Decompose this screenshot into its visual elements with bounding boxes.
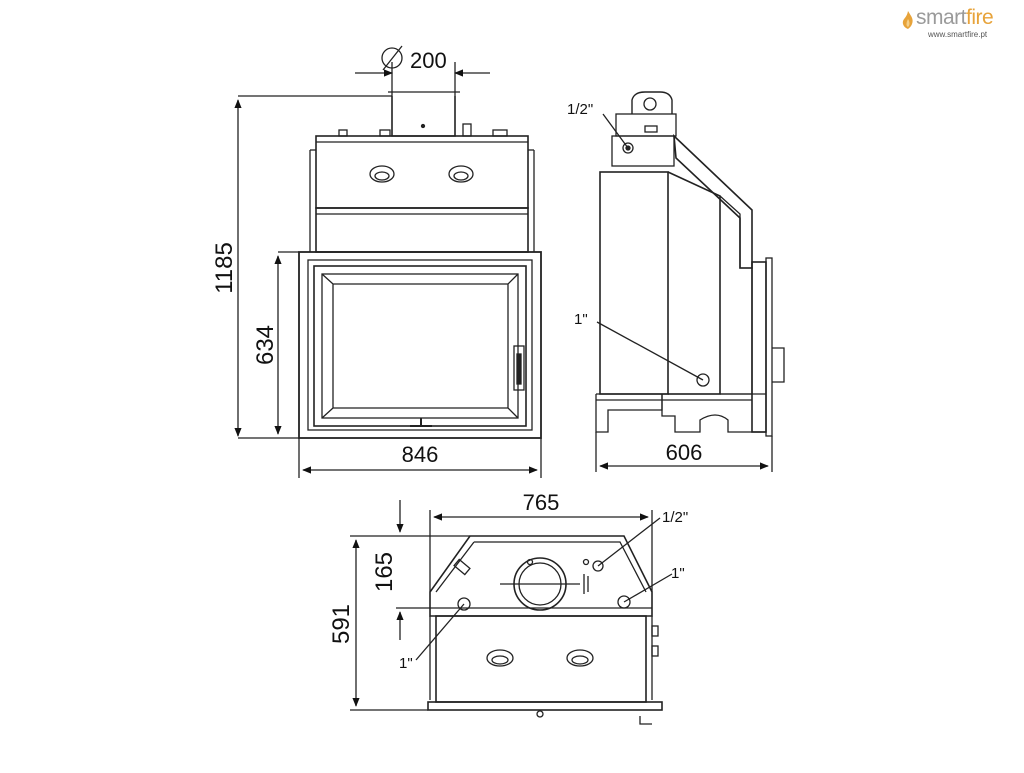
socket-left: [457, 597, 471, 611]
label-front-width: 846: [402, 442, 439, 467]
label-side-half-inch: 1/2": [567, 101, 593, 118]
socket-half: [592, 560, 604, 572]
top-body: [435, 615, 647, 703]
brand-name: smartfire: [916, 6, 994, 29]
dim-top-width: [429, 510, 653, 592]
dim-flue: [355, 45, 490, 96]
dim-door-height: [274, 251, 299, 435]
side-body: [599, 171, 669, 395]
top-callouts: [415, 517, 673, 661]
label-top-half-inch: 1/2": [662, 509, 688, 526]
top-view: [427, 535, 663, 725]
dim-top-165: [396, 500, 470, 640]
front-vent-left: [369, 165, 395, 183]
lifting-eye: [631, 91, 673, 114]
brand-url: www.smartfire.pt: [928, 30, 988, 39]
side-callouts: [596, 113, 704, 381]
label-flue-diameter: 200: [410, 48, 447, 73]
flame-icon: [902, 11, 913, 29]
top-chamber: [315, 135, 529, 209]
brand-logo: smartfire www.smartfire.pt: [898, 6, 1018, 46]
flue-collar: [391, 96, 456, 137]
label-total-height: 1185: [211, 242, 238, 294]
label-side-depth: 606: [666, 440, 703, 465]
label-top-right-inch: 1": [671, 565, 685, 582]
dim-side-depth: [595, 432, 773, 472]
label-side-one-inch: 1": [574, 311, 588, 328]
label-top-165: 165: [371, 552, 398, 592]
door-handle: [513, 345, 525, 391]
front-vent-right: [448, 165, 474, 183]
dim-front-width: [298, 438, 542, 478]
front-view: [298, 91, 542, 439]
door: [313, 265, 527, 427]
front-frame: [298, 251, 542, 439]
label-top-left-inch: 1": [399, 655, 413, 672]
dim-total-height: [234, 95, 392, 439]
dim-top-591: [350, 535, 428, 711]
side-view: [595, 91, 785, 437]
label-top-width: 765: [523, 490, 560, 515]
glass: [321, 273, 519, 419]
label-door-height: 634: [252, 325, 279, 365]
label-top-591: 591: [328, 604, 355, 644]
socket-right: [617, 595, 631, 609]
